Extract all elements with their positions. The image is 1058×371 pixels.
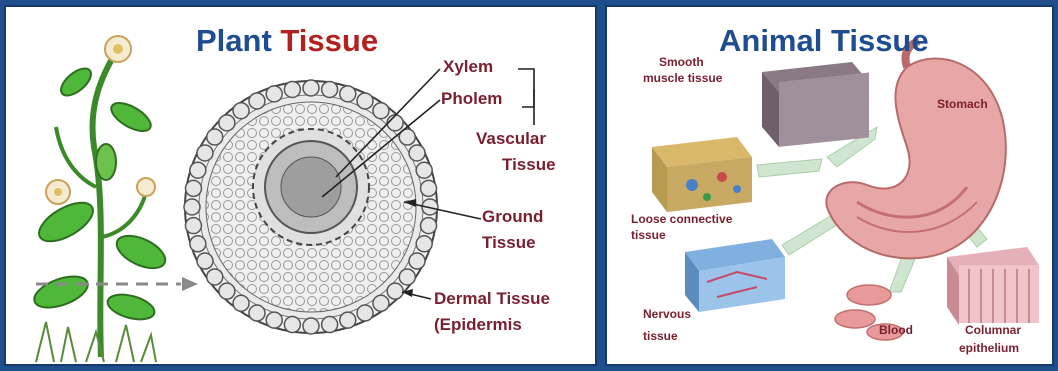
plant-tissue-panel: Plant Tissue Xylem Pholem Vascular Tissu… — [4, 5, 597, 366]
loose-label: Loose connective — [631, 212, 732, 228]
epidermis-cell — [340, 86, 356, 102]
epidermis-cell — [373, 295, 389, 311]
stomach-label: Stomach — [937, 97, 988, 113]
epidermis-cell — [197, 145, 213, 161]
epidermis-cell — [322, 81, 338, 97]
epidermis-cell — [219, 283, 235, 299]
loose-connective-block — [652, 137, 752, 212]
epidermis-cell — [207, 129, 223, 145]
epidermis-cell — [340, 312, 356, 328]
xylem-label: Xylem — [443, 57, 493, 77]
pholem-label: Pholem — [441, 89, 502, 109]
columnar-label: Columnar — [965, 323, 1021, 339]
epidermis-cell — [284, 81, 300, 97]
blood-label: Blood — [879, 323, 913, 339]
epidermis-cell — [421, 180, 437, 196]
epidermis-cell — [190, 236, 206, 252]
dermal-label-2: (Epidermis — [434, 315, 522, 335]
vascular-label: Vascular — [476, 129, 546, 149]
columnar-epithelium-block — [947, 247, 1039, 325]
loose-label-2: tissue — [631, 228, 666, 244]
epidermis-cell — [207, 269, 223, 285]
epidermis-cell — [409, 253, 425, 269]
epidermis-cell — [184, 199, 200, 215]
epidermis-cell — [303, 318, 319, 334]
smooth-label-2: muscle tissue — [643, 71, 722, 87]
epidermis-cell — [197, 253, 213, 269]
animal-tissue-panel: Animal Tissue Smooth muscle tissue Stoma… — [605, 5, 1054, 366]
epidermis-cell — [219, 115, 235, 131]
epidermis-cell — [357, 93, 373, 109]
dermal-label: Dermal Tissue — [434, 289, 550, 309]
epidermis-cell — [399, 269, 415, 285]
plant-title-word1: Plant — [196, 23, 272, 58]
epidermis-cell — [357, 305, 373, 321]
epidermis-cell — [284, 317, 300, 333]
epidermis-cell — [266, 86, 282, 102]
epidermis-cell — [322, 317, 338, 333]
plant-illustration — [6, 7, 597, 366]
smooth-label: Smooth — [659, 55, 704, 71]
epidermis-cell — [185, 180, 201, 196]
plant-title-word2: Tissue — [280, 23, 378, 58]
epidermis-cell — [416, 236, 432, 252]
epidermis-cell — [233, 295, 249, 311]
epidermis-cell — [416, 162, 432, 178]
epidermis-cell — [185, 218, 201, 234]
epidermis-cell — [387, 115, 403, 131]
epidermis-cell — [249, 305, 265, 321]
epidermis-cell — [266, 312, 282, 328]
vascular-label-2: Tissue — [502, 155, 556, 175]
epidermis-cell — [421, 218, 437, 234]
plant-drawing — [30, 36, 198, 362]
epidermis-cell — [373, 103, 389, 119]
epidermis-cell — [303, 80, 319, 96]
epidermis-cell — [409, 145, 425, 161]
animal-title: Animal Tissue — [719, 23, 929, 59]
epidermis-cell — [233, 103, 249, 119]
columnar-label-2: epithelium — [959, 341, 1019, 357]
plant-title: Plant Tissue — [196, 23, 378, 59]
smooth-muscle-block — [762, 62, 869, 147]
nervous-label-2: tissue — [643, 329, 678, 345]
nervous-label: Nervous — [643, 307, 691, 323]
ground-label-2: Tissue — [482, 233, 536, 253]
nervous-tissue-block — [685, 239, 785, 312]
epidermis-cell — [190, 162, 206, 178]
ground-label: Ground — [482, 207, 543, 227]
epidermis-cell — [249, 93, 265, 109]
epidermis-cell — [387, 283, 403, 299]
